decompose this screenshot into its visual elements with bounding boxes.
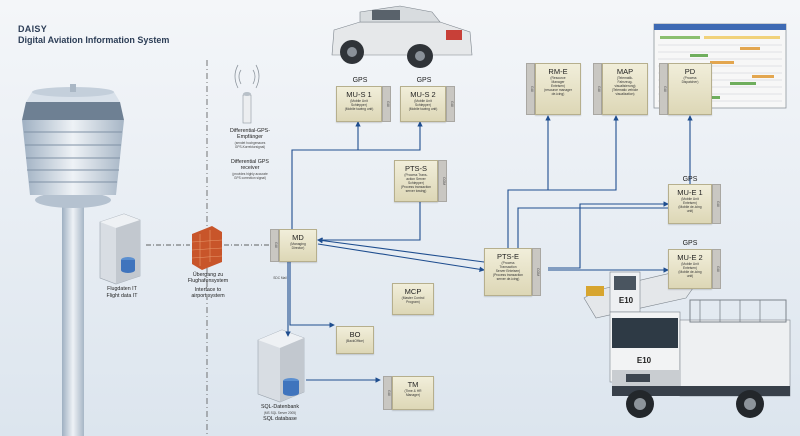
md-gui-tab: GUI <box>270 229 279 262</box>
mu-s2-box[interactable]: MU-S 2 (Mobile Unit Schlepper) (Mobile t… <box>400 86 446 122</box>
mu-e1-gui-tab: GUI <box>712 184 721 224</box>
pd-gui-tab: GUI <box>659 63 668 115</box>
map-sub: (Telematik- Fahrzeug- visualisierung) <box>614 76 636 88</box>
mu-s2-gui-tab: GUI <box>446 86 455 122</box>
mu-s1-sub: (Mobile Unit Schlepper) <box>350 99 368 107</box>
rm-e-sub2: (resource manager de-icing) <box>544 88 572 96</box>
pd-box[interactable]: PD (Process Dispatcher) <box>668 63 712 115</box>
mu-e1-gps-label: GPS <box>682 176 698 183</box>
flight-it-server-illustration <box>99 213 141 285</box>
diagram-title: Digital Aviation Information System <box>18 35 170 45</box>
mu-e2-gui-tab: GUI <box>712 249 721 289</box>
truck-label-front: E10 <box>636 356 652 365</box>
db-label-en: SQL database <box>263 416 297 422</box>
firewall-label-en: Interface to airport system <box>191 287 225 300</box>
mu-s1-gps-label: GPS <box>352 77 368 84</box>
mu-e2-sub2: (Mobile de-icing unit) <box>678 270 702 278</box>
mu-s1-title: MU-S 1 <box>346 90 372 99</box>
mu-e1-sub2: (Mobile de-icing unit) <box>678 205 702 213</box>
mu-e1-sub: (Mobile Unit Enteisen) <box>681 197 699 205</box>
rm-e-gui-tab: GUI <box>526 63 535 115</box>
flight-it-label-de: Flugdaten IT <box>107 286 137 292</box>
mu-s2-sub2: (Mobile towing unit) <box>408 107 438 111</box>
sdc-mail-label: SDC Mail <box>273 276 287 280</box>
pts-e-sub2: (Process transaction server de-icing) <box>492 273 524 281</box>
pts-s-sub2: (Process transaction server towing) <box>400 185 432 193</box>
sql-server-illustration <box>257 329 305 403</box>
db-label-de: SQL-Datenbank <box>261 404 299 410</box>
mu-e1-box[interactable]: MU-E 1 (Mobile Unit Enteisen) (Mobile de… <box>668 184 712 224</box>
mu-s2-title: MU-S 2 <box>410 90 436 99</box>
tm-gui-tab: GUI <box>383 376 392 410</box>
tm-title: TM <box>407 380 419 389</box>
mu-e1-title: MU-E 1 <box>677 188 703 197</box>
mu-e2-title: MU-E 2 <box>677 253 703 262</box>
control-tower-illustration <box>22 84 124 436</box>
tm-box[interactable]: TM (Time & HR Manager) <box>392 376 434 410</box>
flight-it-label-en: Flight data IT <box>106 293 138 299</box>
rm-e-title: RM-E <box>548 67 568 76</box>
pts-s-sub: (Process Trans- action Server Schlepper) <box>404 173 428 185</box>
mcp-title: MCP <box>404 287 422 296</box>
connectors <box>285 115 693 383</box>
map-sub2: (Telematic vehicle visualization) <box>611 88 639 96</box>
bo-title: BO <box>349 330 361 339</box>
mu-s1-box[interactable]: MU-S 1 (Mobile Unit Schlepper) (Mobile t… <box>336 86 382 122</box>
truck-label-rear: E10 <box>618 296 634 305</box>
pts-s-title: PTS-S <box>404 164 428 173</box>
db-label-sub: (MS SQL Server 2005) <box>263 411 297 415</box>
pts-e-title: PTS-E <box>496 252 520 261</box>
gps-receiver-title-de: Differential-GPS- Empfänger <box>230 128 270 141</box>
md-title: MD <box>292 233 304 242</box>
diagram-title-acronym: DAISY <box>18 24 48 34</box>
rm-e-box[interactable]: RM-E (Resource Manager Enteisen) (resour… <box>535 63 581 115</box>
towing-tractor-illustration <box>331 5 473 68</box>
mu-s2-sub: (Mobile Unit Schlepper) <box>414 99 432 107</box>
md-box[interactable]: MD (Managing Director) <box>279 229 317 262</box>
mu-s1-gui-tab: GUI <box>382 86 391 122</box>
pts-e-sub: (Process Transaction Server Enteisen) <box>495 261 521 273</box>
mu-e2-box[interactable]: MU-E 2 (Mobile Unit Enteisen) (Mobile de… <box>668 249 712 289</box>
map-title: MAP <box>616 67 634 76</box>
pd-title: PD <box>684 67 696 76</box>
bo-box[interactable]: BO (BackOffice) <box>336 326 374 354</box>
firewall-illustration <box>191 226 223 270</box>
mu-e2-gps-label: GPS <box>682 240 698 247</box>
gps-receiver-sub-en: (provides highly accurate GPS correction… <box>232 172 268 180</box>
firewall-label-de: Übergang zu Flughafensystem <box>187 272 229 285</box>
pts-e-box[interactable]: PTS-E (Process Transaction Server Enteis… <box>484 248 532 296</box>
bo-sub: (BackOffice) <box>345 339 365 343</box>
mu-e2-sub: (Mobile Unit Enteisen) <box>681 262 699 270</box>
map-gui-tab: GUI <box>593 63 602 115</box>
tm-sub: (Time & HR Manager) <box>404 389 422 397</box>
md-sub: (Managing Director) <box>290 242 306 250</box>
mcp-sub: (Master Control Program) <box>401 296 425 304</box>
pts-s-box[interactable]: PTS-S (Process Trans- action Server Schl… <box>394 160 438 202</box>
mu-s2-gps-label: GPS <box>416 77 432 84</box>
gps-receiver-sub-de: (sendet hochgenaues GPS-Korrektursignal) <box>234 141 266 149</box>
pts-s-com-tab: COM <box>438 160 447 202</box>
pd-sub: (Process Dispatcher) <box>681 76 699 84</box>
rm-e-sub: (Resource Manager Enteisen) <box>550 76 566 88</box>
gps-receiver-title-en: Differential GPS receiver <box>231 159 269 172</box>
gps-antenna-illustration <box>234 64 260 124</box>
mu-s1-sub2: (Mobile towing unit) <box>344 107 374 111</box>
pts-e-com-tab: COM <box>532 248 541 296</box>
map-box[interactable]: MAP (Telematik- Fahrzeug- visualisierung… <box>602 63 648 115</box>
mcp-box[interactable]: MCP (Master Control Program) <box>392 283 434 315</box>
